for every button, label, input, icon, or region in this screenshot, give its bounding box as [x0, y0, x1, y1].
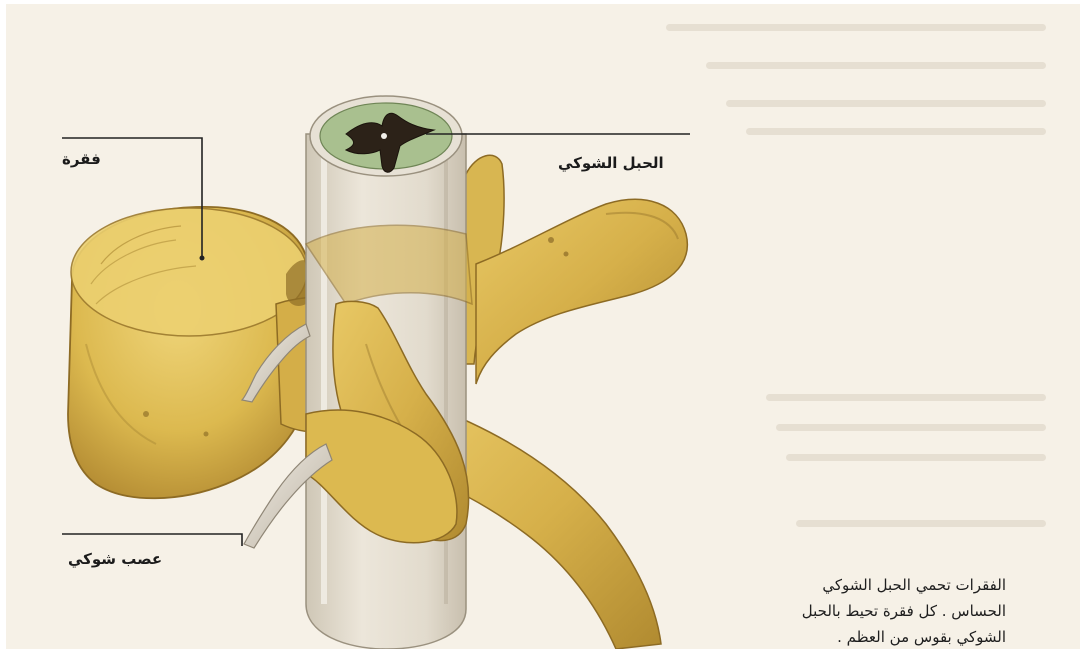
- label-spinal-cord: الحبل الشوكي: [558, 154, 664, 172]
- transverse-process: [476, 199, 687, 384]
- textbook-page: فقرة الحبل الشوكي عصب شوكي الفقرات تحمي …: [6, 4, 1080, 649]
- figure-caption: الفقرات تحمي الحبل الشوكي الحساس . كل فق…: [646, 572, 1006, 649]
- vertebra-illustration: [6, 4, 1080, 649]
- leader-line-spinal-nerve: [62, 534, 242, 546]
- caption-line-2: الحساس . كل فقرة تحيط بالحبل: [646, 598, 1006, 624]
- caption-line-1: الفقرات تحمي الحبل الشوكي: [646, 572, 1006, 598]
- caption-line-3: الشوكي بقوس من العظم .: [646, 624, 1006, 649]
- label-vertebra: فقرة: [62, 150, 101, 168]
- label-spinal-nerve: عصب شوكي: [68, 550, 162, 568]
